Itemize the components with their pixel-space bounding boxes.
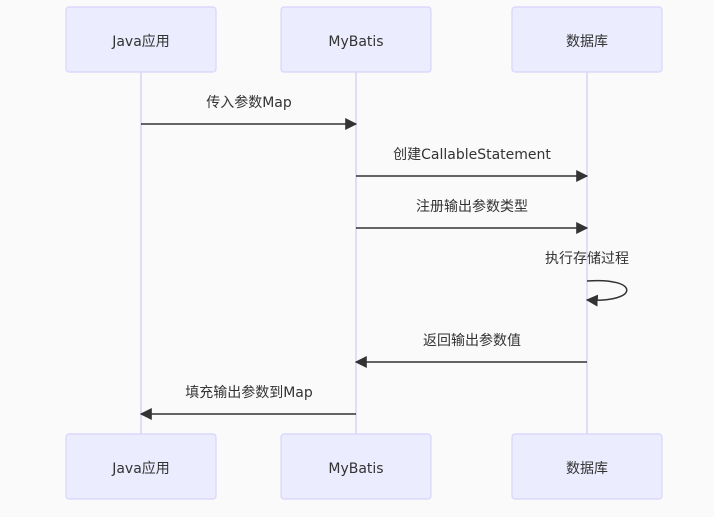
message-pass-param-map: 传入参数Map bbox=[141, 94, 358, 130]
message-label: 返回输出参数值 bbox=[423, 332, 521, 349]
actor-bottom-db: 数据库 bbox=[511, 433, 663, 500]
actor-bottom-java-label: Java应用 bbox=[111, 460, 170, 477]
actor-bottom-mybatis-label: MyBatis bbox=[328, 461, 383, 477]
actor-bottom-mybatis: MyBatis bbox=[280, 433, 432, 500]
actor-bottom-db-label: 数据库 bbox=[566, 461, 608, 477]
actor-top-db-label: 数据库 bbox=[566, 34, 608, 50]
message-label: 创建CallableStatement bbox=[393, 147, 551, 163]
actor-top-mybatis-label: MyBatis bbox=[328, 34, 383, 50]
actor-top-java: Java应用 bbox=[65, 6, 217, 73]
message-fill-output-params-to-map: 填充输出参数到Map bbox=[139, 384, 356, 420]
actor-top-mybatis: MyBatis bbox=[280, 6, 432, 73]
actor-top-db: 数据库 bbox=[511, 6, 663, 73]
message-label: 填充输出参数到Map bbox=[185, 384, 313, 401]
message-return-output-param-values: 返回输出参数值 bbox=[354, 332, 587, 368]
actor-top-java-label: Java应用 bbox=[111, 33, 170, 50]
message-execute-stored-procedure: 执行存储过程 bbox=[545, 251, 629, 307]
self-message-arrow bbox=[585, 279, 628, 307]
message-create-callable-statement: 创建CallableStatement bbox=[356, 147, 589, 182]
message-register-output-param-types: 注册输出参数类型 bbox=[356, 198, 589, 234]
message-label: 执行存储过程 bbox=[545, 251, 629, 267]
actor-bottom-java: Java应用 bbox=[65, 433, 217, 500]
message-label: 注册输出参数类型 bbox=[416, 198, 528, 215]
message-label: 传入参数Map bbox=[206, 94, 292, 111]
